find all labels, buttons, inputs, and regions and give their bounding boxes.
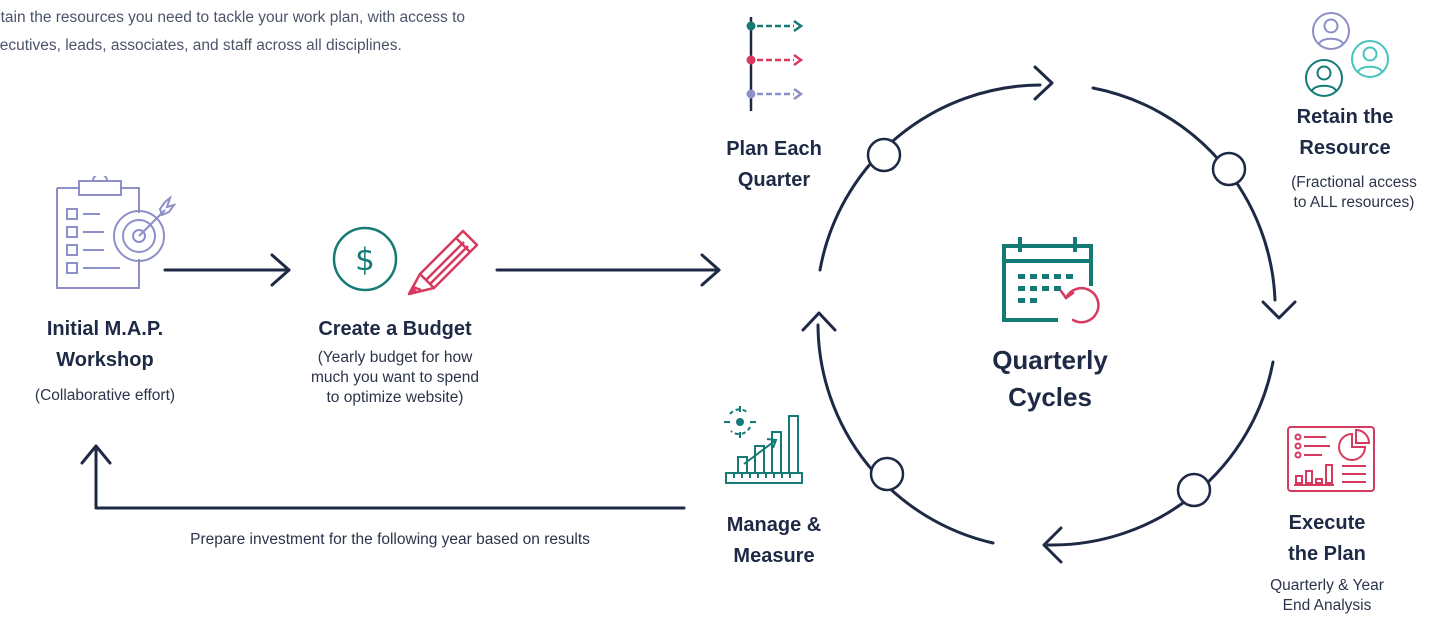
- cycle-arrow-left: [801, 311, 837, 332]
- workshop-title: Initial M.A.P. Workshop: [46, 318, 164, 371]
- cycle-arrow-top: [1033, 65, 1054, 101]
- cycle-center-title: Quarterly Cycles: [992, 345, 1108, 412]
- timeline-arrows-icon: [746, 17, 804, 111]
- dollar-pencil-icon: $: [332, 226, 479, 296]
- plan-title: Plan Each Quarter: [726, 138, 822, 191]
- retain-title: Retain the Resource: [1296, 106, 1394, 159]
- svg-text:$: $: [355, 242, 375, 278]
- clipboard-target-icon: [56, 176, 176, 289]
- cycle-arrow-right: [1261, 300, 1297, 320]
- connector-budget-cycle: [495, 253, 721, 287]
- manage-title: Manage & Measure: [726, 514, 822, 567]
- cycle-arrow-bottom: [1042, 526, 1063, 564]
- workshop-subtitle: (Collaborative effort): [34, 387, 176, 404]
- dashboard-report-icon: [1287, 426, 1375, 492]
- growth-chart-icon: [724, 406, 803, 484]
- retain-subtitle: (Fractional access to ALL resources): [1291, 174, 1417, 211]
- people-icon: [1305, 12, 1389, 97]
- intro-line-2: xecutives, leads, associates, and staff …: [0, 37, 402, 54]
- execute-title: Execute the Plan: [1288, 512, 1366, 565]
- return-note: Prepare investment for the following yea…: [190, 531, 590, 548]
- execute-subtitle: Quarterly & Year End Analysis: [1270, 577, 1384, 614]
- intro-line-1: etain the resources you need to tackle y…: [0, 9, 465, 26]
- return-path-line: [80, 444, 686, 510]
- budget-title: Create a Budget: [318, 318, 472, 340]
- connector-workshop-budget: [163, 253, 291, 287]
- cycle-node-manage: [869, 456, 905, 492]
- cycle-node-execute: [1176, 472, 1212, 508]
- budget-subtitle: (Yearly budget for how much you want to …: [310, 349, 480, 406]
- cycle-node-plan: [866, 137, 902, 173]
- calendar-refresh-icon: [1002, 237, 1100, 324]
- intro-text: etain the resources you need to tackle y…: [0, 4, 692, 60]
- cycle-node-retain: [1211, 151, 1247, 187]
